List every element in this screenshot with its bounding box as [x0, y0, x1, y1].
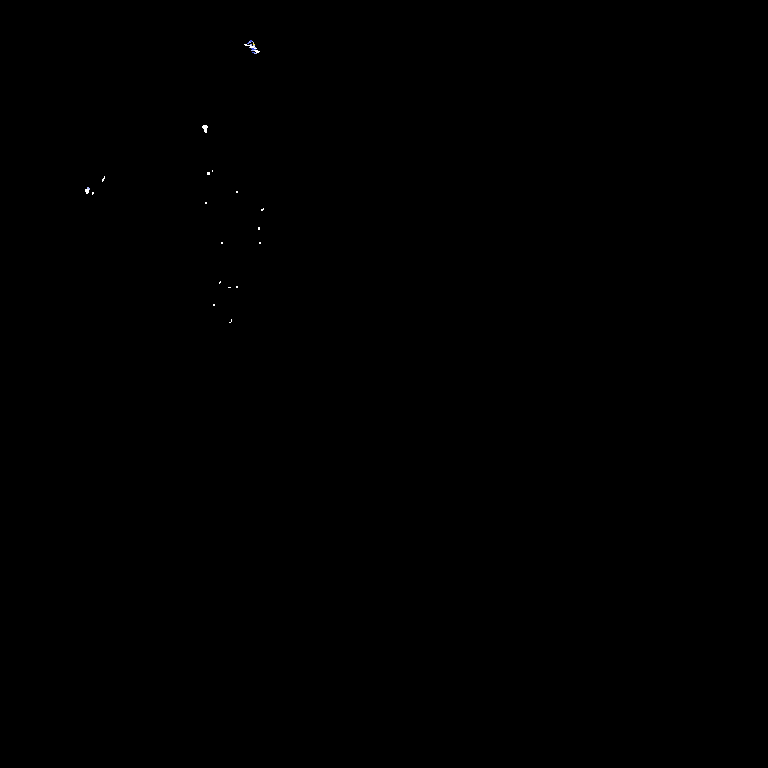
- zigzag-speck-sprite: [102, 176, 105, 182]
- star-particle: [221, 242, 223, 244]
- hook-speck-sprite: [229, 319, 232, 323]
- star-particle: [228, 287, 231, 288]
- star-particle: [258, 227, 260, 230]
- star-particle: [207, 172, 210, 175]
- star-particle: [259, 242, 261, 244]
- star-particle: [236, 191, 238, 193]
- star-particle: [236, 286, 238, 288]
- flying-character-sprite: [244, 40, 260, 54]
- star-particle: [205, 202, 207, 204]
- double-puff-sprite: [85, 187, 94, 195]
- star-particle: [212, 170, 213, 172]
- white-puff-sprite: [202, 125, 208, 133]
- stepped-speck-sprite: [261, 208, 264, 211]
- star-particle: [213, 304, 215, 306]
- corner-speck-sprite: [219, 281, 221, 284]
